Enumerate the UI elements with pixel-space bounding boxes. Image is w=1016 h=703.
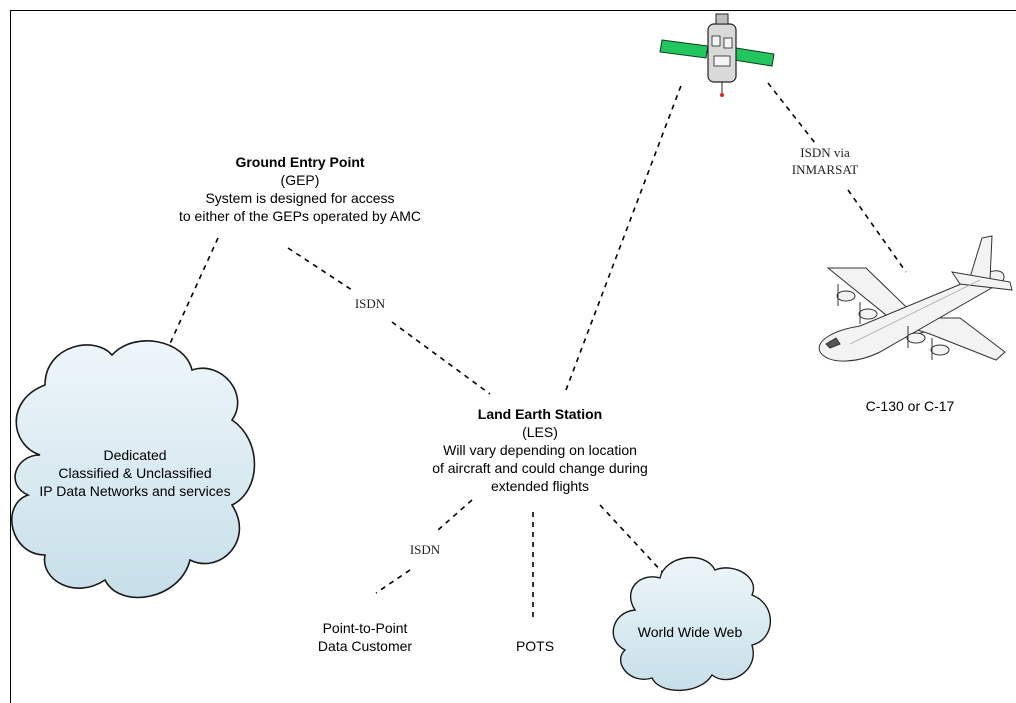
sat-link-line2: INMARSAT <box>791 162 859 177</box>
gep-label: Ground Entry Point (GEP) System is desig… <box>100 153 500 225</box>
link-satellite-aircraft-a <box>767 82 816 144</box>
networks-line2: Classified & Unclassified <box>58 465 212 481</box>
sat-link-line1: ISDN via <box>800 145 850 160</box>
les-desc-line1: Will vary depending on location <box>443 442 637 458</box>
link-gep-les-b <box>391 321 491 395</box>
link-les-satellite <box>565 82 683 391</box>
p2p-label: Point-to-Point Data Customer <box>300 619 430 655</box>
isdn-les-p2p-label: ISDN <box>409 542 441 557</box>
www-cloud-icon <box>612 556 772 692</box>
link-les-p2p-a <box>437 499 473 531</box>
gep-abbr: (GEP) <box>280 172 320 188</box>
les-abbr: (LES) <box>522 424 558 440</box>
isdn-gep-les-label: ISDN <box>354 296 386 311</box>
networks-cloud-label: Dedicated Classified & Unclassified IP D… <box>10 446 260 500</box>
les-title: Land Earth Station <box>477 406 603 422</box>
les-desc-line2: of aircraft and could change during <box>432 460 648 476</box>
aircraft-icon <box>818 235 1013 362</box>
gep-title: Ground Entry Point <box>235 154 365 170</box>
networks-line3: IP Data Networks and services <box>39 483 231 499</box>
satellite-icon <box>659 13 775 97</box>
gep-desc-line2: to either of the GEPs operated by AMC <box>178 208 422 224</box>
link-les-p2p-b <box>375 569 411 594</box>
p2p-line2: Data Customer <box>317 638 413 654</box>
aircraft-label: C-130 or C-17 <box>865 398 955 414</box>
les-desc-line3: extended flights <box>490 478 590 494</box>
gep-desc-line1: System is designed for access <box>205 190 395 206</box>
networks-cloud-icon <box>11 340 256 599</box>
networks-line1: Dedicated <box>103 447 167 463</box>
les-label: Land Earth Station (LES) Will vary depen… <box>390 405 690 495</box>
isdn-satellite-aircraft-label: ISDN via INMARSAT <box>775 144 875 178</box>
pots-label: POTS <box>515 638 555 654</box>
diagram-frame <box>10 10 1016 703</box>
link-satellite-aircraft-b <box>847 189 907 273</box>
www-label: World Wide Web <box>637 624 743 640</box>
link-gep-les-a <box>287 247 353 291</box>
p2p-line1: Point-to-Point <box>322 620 408 636</box>
